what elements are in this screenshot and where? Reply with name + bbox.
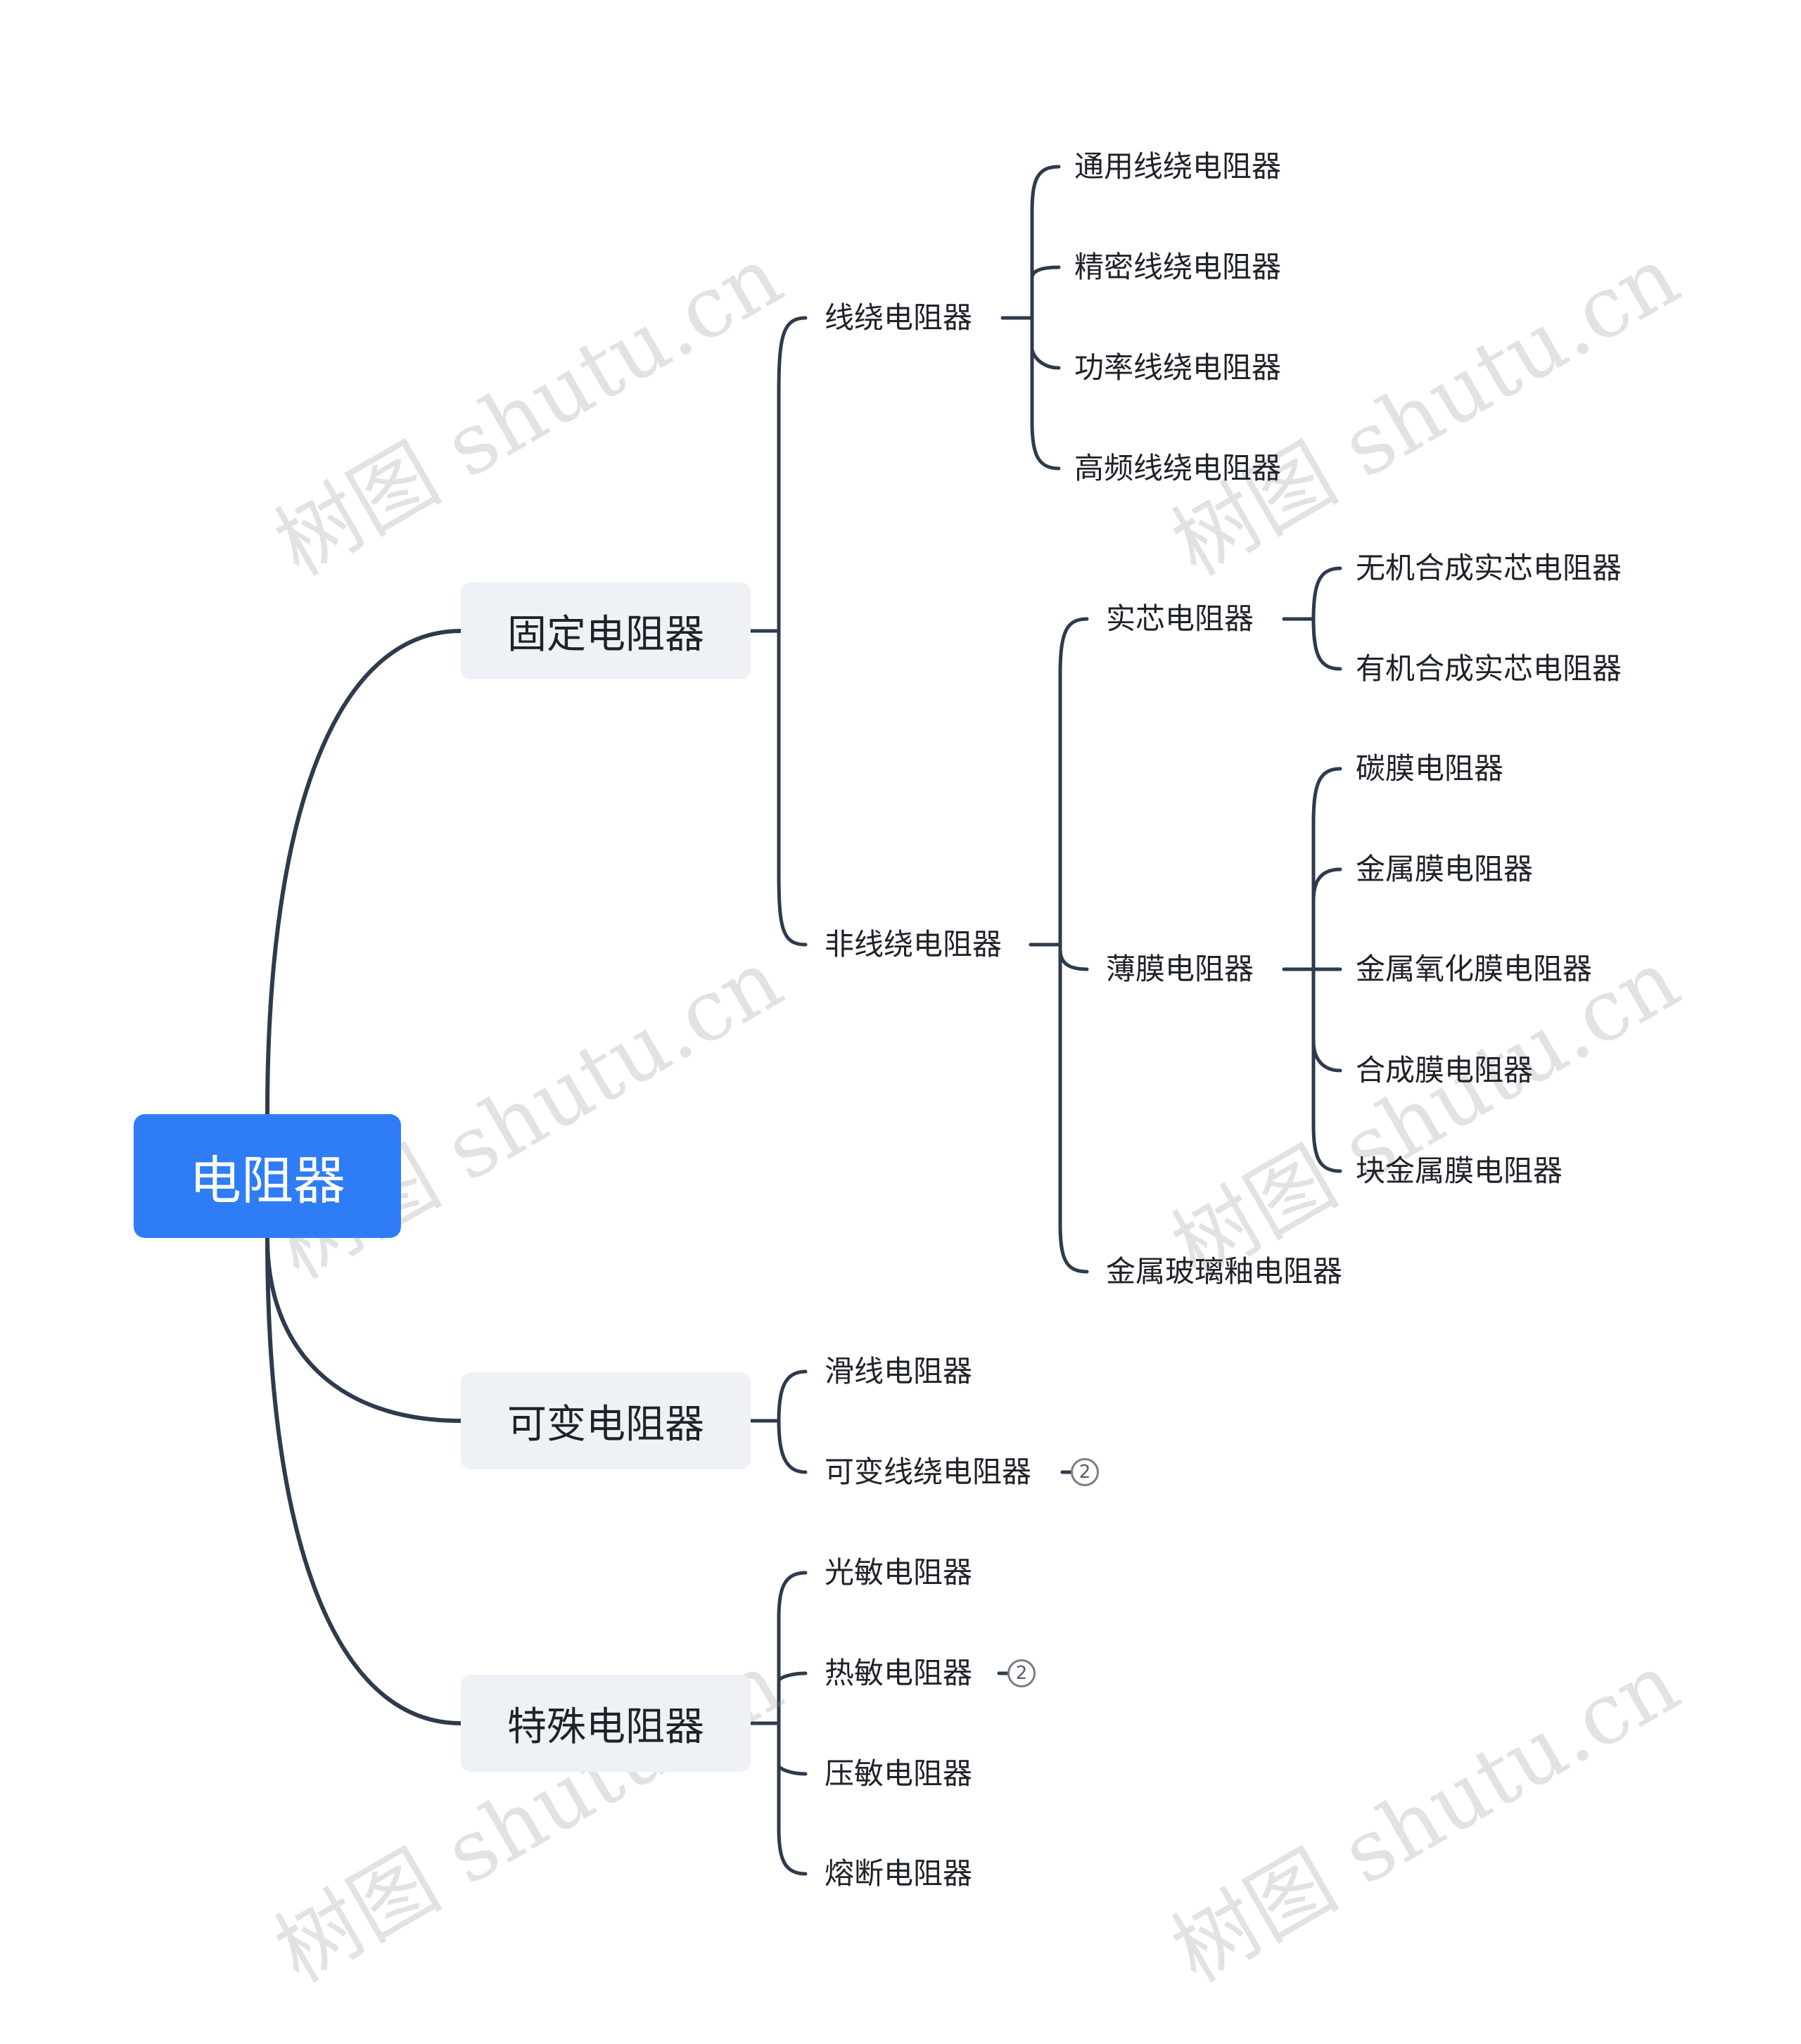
leaf-node[interactable]: 有机合成实芯电阻器 — [1356, 651, 1622, 686]
branch-special-resistor[interactable]: 特殊电阻器 — [461, 1675, 751, 1772]
root-node[interactable]: 电阻器 — [134, 1114, 401, 1238]
leaf-node[interactable]: 块金属膜电阻器 — [1356, 1154, 1563, 1188]
leaf-node[interactable]: 热敏电阻器 — [825, 1656, 973, 1690]
leaf-node[interactable]: 压敏电阻器 — [825, 1756, 973, 1791]
leaf-node[interactable]: 合成膜电阻器 — [1356, 1053, 1534, 1087]
node-thin-film[interactable]: 薄膜电阻器 — [1106, 952, 1254, 986]
leaf-node[interactable]: 熔断电阻器 — [825, 1856, 973, 1891]
collapsed-count-badge[interactable]: 2 — [1007, 1659, 1036, 1687]
leaf-node[interactable]: 无机合成实芯电阻器 — [1356, 551, 1622, 585]
leaf-node[interactable]: 滑线电阻器 — [825, 1354, 973, 1388]
node-non-wirewound[interactable]: 非线绕电阻器 — [825, 927, 1003, 962]
branch-variable-resistor[interactable]: 可变电阻器 — [461, 1372, 751, 1469]
leaf-node[interactable]: 功率线绕电阻器 — [1074, 350, 1282, 385]
node-metal-glaze[interactable]: 金属玻璃釉电阻器 — [1106, 1254, 1343, 1289]
leaf-node[interactable]: 通用线绕电阻器 — [1074, 149, 1282, 184]
branch-fixed-resistor[interactable]: 固定电阻器 — [461, 582, 751, 679]
collapsed-count-badge[interactable]: 2 — [1071, 1458, 1099, 1486]
node-solid-core[interactable]: 实芯电阻器 — [1106, 601, 1254, 636]
leaf-node[interactable]: 金属膜电阻器 — [1356, 852, 1534, 886]
leaf-node[interactable]: 精密线绕电阻器 — [1074, 250, 1282, 284]
node-wirewound[interactable]: 线绕电阻器 — [825, 300, 973, 335]
leaf-node[interactable]: 光敏电阻器 — [825, 1555, 973, 1590]
leaf-node[interactable]: 可变线绕电阻器 — [825, 1455, 1032, 1489]
leaf-node[interactable]: 金属氧化膜电阻器 — [1356, 952, 1593, 986]
leaf-node[interactable]: 碳膜电阻器 — [1356, 751, 1504, 786]
leaf-node[interactable]: 高频线绕电阻器 — [1074, 451, 1282, 485]
